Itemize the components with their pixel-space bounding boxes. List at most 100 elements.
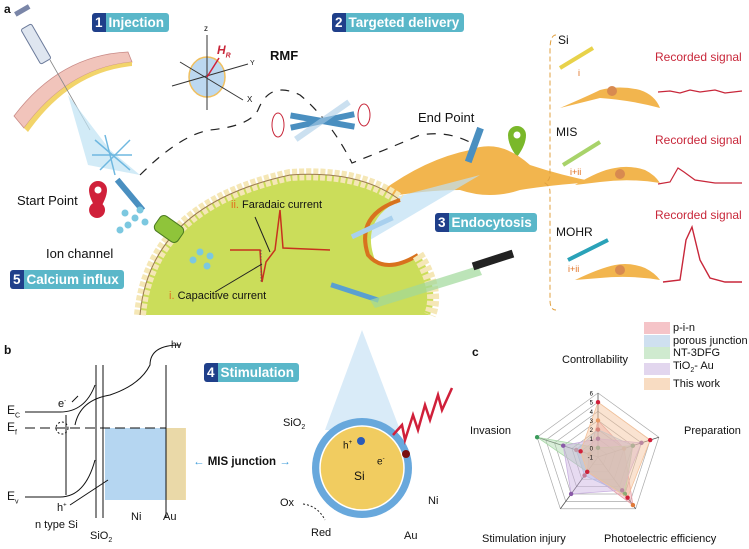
- electron-label: e-: [58, 398, 67, 410]
- axis-z-label: z: [204, 24, 208, 33]
- ec-sub: C: [15, 412, 21, 420]
- radar-series-tio2-au: [562, 438, 643, 495]
- radar-point: [639, 440, 644, 446]
- radar-point: [595, 445, 601, 451]
- internalized-rod-2: [330, 282, 380, 303]
- axis-x-label: X: [247, 95, 253, 104]
- faradaic-arrow: [254, 216, 271, 253]
- radar-series-this-work: [580, 401, 651, 499]
- step-injection: 1 Injection: [92, 13, 170, 32]
- radar-tick-label: 4: [590, 410, 594, 416]
- radar-point: [595, 436, 601, 441]
- panel-a-letter: a: [4, 2, 11, 16]
- hr-label: HR: [217, 43, 231, 59]
- ion-channel-icon: [153, 215, 185, 243]
- radar-point: [595, 418, 601, 423]
- ev-sub: v: [15, 498, 19, 506]
- sio2-label: SiO2: [90, 530, 112, 544]
- radar-grid-ring: [536, 392, 660, 510]
- step-number: 3: [435, 213, 449, 232]
- signal-trace-mis: [657, 167, 742, 185]
- cell-body: [134, 168, 440, 318]
- ev-label: Ev: [7, 489, 19, 505]
- mode-mis-label: i+ii: [570, 167, 582, 177]
- mode-si-label: i: [578, 68, 580, 78]
- radar-grid-ring: [580, 438, 616, 473]
- mis-junction-text: MIS junction: [207, 456, 277, 468]
- radar-point: [621, 446, 627, 451]
- p-electron-main: e: [377, 456, 383, 468]
- radar-tick-label: 6: [590, 392, 594, 398]
- radar-point: [585, 469, 590, 474]
- radar-tick-label: 1: [590, 437, 594, 443]
- capacitive-num: i.: [169, 290, 175, 302]
- legend-item: TiO2- Au: [644, 360, 748, 378]
- particle-hole-label: h+: [343, 440, 353, 452]
- syringe-icon: [14, 4, 91, 131]
- end-point-label: End Point: [418, 110, 475, 125]
- au-label: Au: [163, 511, 177, 523]
- legend-label: TiO2- Au: [673, 360, 714, 378]
- ef-main: E: [7, 420, 16, 434]
- radar-point: [587, 451, 592, 457]
- legend-tio2-rest: - Au: [694, 359, 714, 372]
- legend-swatch: [644, 377, 670, 390]
- radar-point: [630, 443, 635, 448]
- legend-label: p-i-n: [673, 322, 696, 334]
- axis-label-invasion: Invasion: [470, 425, 511, 437]
- faradaic-current-label: ii. Faradaic current: [231, 199, 322, 211]
- stimulation-cone: [325, 330, 400, 430]
- particle-sio2-label: SiO2: [283, 417, 305, 431]
- rotating-nanowires: [271, 99, 371, 142]
- ox-red-arrow: [302, 503, 326, 521]
- legend-item: porous junction: [644, 335, 748, 348]
- radar-point: [595, 399, 601, 405]
- injection-spray: [68, 95, 140, 175]
- axis-label-controllability: Controllability: [562, 354, 629, 366]
- bracket: [544, 34, 557, 311]
- mis-particle: [312, 418, 412, 518]
- signal-row-mis: [561, 140, 742, 185]
- step-number: 4: [204, 363, 218, 382]
- legend-label: This work: [673, 377, 721, 390]
- particle-si-label: Si: [354, 469, 365, 483]
- legend-tio2-main: TiO: [673, 359, 691, 372]
- radar-point: [582, 473, 587, 478]
- internalized-rod: [350, 215, 394, 240]
- radar-tick-label: 3: [590, 419, 594, 425]
- hr-sub: R: [225, 52, 231, 60]
- radar-point: [578, 449, 583, 454]
- sio2-sub: 2: [108, 537, 113, 545]
- legend-swatch: [644, 334, 670, 347]
- p-sio2-main: SiO: [283, 417, 302, 429]
- ec-main: E: [7, 403, 16, 417]
- step-label: Targeted delivery: [345, 13, 465, 32]
- radar-tick-label: 0: [590, 446, 594, 452]
- material-mohr-label: MOHR: [556, 225, 593, 239]
- step-number: 1: [92, 13, 106, 32]
- particle-red-label: Red: [311, 527, 332, 539]
- legend-swatch: [644, 362, 670, 375]
- nanowire-rod: [114, 177, 146, 213]
- legend-item: p-i-n: [644, 322, 748, 335]
- recorded-signal-si: Recorded signal: [655, 50, 742, 64]
- radar-point: [574, 447, 579, 453]
- right-arrow-icon: →: [279, 456, 291, 468]
- capacitive-text: Capacitive current: [177, 290, 267, 302]
- hr-main: H: [217, 43, 226, 57]
- legend-item: This work: [644, 378, 748, 391]
- step-targeted-delivery: 2 Targeted delivery: [332, 13, 465, 32]
- ni-label: Ni: [131, 511, 142, 523]
- light-wave-icon: [392, 387, 454, 445]
- band-diagram: [25, 344, 186, 518]
- zoom-cone: [365, 175, 480, 240]
- radar-legend: p-i-n porous junction NT-3DFG TiO2- Au T…: [644, 322, 748, 390]
- neuron-cell: [370, 146, 595, 200]
- ev-main: E: [7, 489, 16, 503]
- ef-sub: f: [15, 429, 17, 437]
- radar-point: [625, 495, 630, 500]
- particle-ox-label: Ox: [280, 497, 295, 509]
- rmf-sphere: [171, 35, 249, 110]
